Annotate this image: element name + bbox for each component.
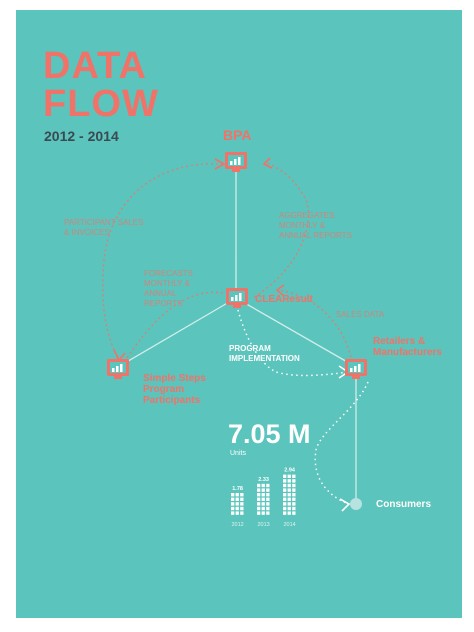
node-label-clearesult: CLEAResult [255,294,313,305]
flow-arrow-sales-data [277,289,353,363]
monitor-icon-bpa [225,152,247,172]
consumers-node-icon [350,498,362,510]
units-bar-chart: 1.78 2012 2.33 2013 2.94 2014 [231,468,296,528]
monitor-icon-retailers [345,359,367,379]
connector-clearesult-retailers [235,297,357,368]
year-range: 2012 - 2014 [44,128,119,144]
flow-label-forecasts: FORECASTS MONTHLY & ANNUAL REPORTS [144,269,193,308]
monitor-icon-clearesult [226,288,248,308]
bar-2013 [257,483,270,515]
arrowhead-participant [113,349,126,362]
arrowhead-sales-data [275,284,285,297]
node-label-bpa: BPA [223,127,252,143]
flow-arrow-participant-sales [102,163,224,359]
bar-2014 [283,474,296,515]
data-flow-diagram: 1.78 2012 2.33 2013 2.94 2014 [102,152,369,528]
node-label-retailers: Retailers & Manufacturers [373,336,442,358]
flow-arrow-program-implementation [237,309,349,377]
flow-label-program-implementation: PROGRAM IMPLEMENTATION [229,344,300,363]
flow-label-aggregates: AGGREGATES MONTHLY & ANNUAL REPORTS [279,211,352,240]
arrowhead-bpa-left [214,158,226,170]
connector-clearesult-simple [117,297,237,368]
monitor-icon-simple-steps [107,359,129,379]
flow-arrow-aggregates [253,162,310,298]
bar-value-label: 2.94 [284,468,296,474]
arrowhead-consumers [339,498,351,512]
node-label-consumers: Consumers [376,499,432,510]
bar-value-label: 2.33 [258,477,269,483]
flow-label-sales-data: SALES DATA [336,310,385,319]
units-label: Units [230,450,246,457]
title-line-1: DATA [43,45,147,87]
node-label-simple-steps: Simple Steps Program Participants [143,373,206,406]
bar-value-label: 1.78 [232,486,243,492]
bar-category-label: 2013 [257,522,269,528]
title-line-2: FLOW [43,83,159,125]
units-total-value: 7.05 M [228,419,311,449]
bar-2012 [231,493,244,515]
flow-arrow-retailers-consumers [314,381,369,505]
bar-category-label: 2012 [231,522,243,528]
arrowhead-bpa-right [262,157,273,169]
bar-category-label: 2014 [283,522,295,528]
infographic-panel: 1.78 2012 2.33 2013 2.94 2014 DATA FLOW 2012 … [16,10,462,618]
flow-label-participant-sales: PARTICIPANT SALES & INVOICES [64,218,144,237]
